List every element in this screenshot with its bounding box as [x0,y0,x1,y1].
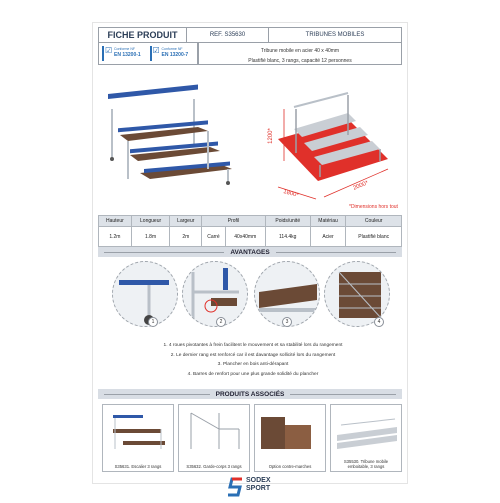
advantage-image-2 [182,261,248,327]
height-dimension: 1200* [267,128,274,144]
advantages-heading: AVANTAGES [98,247,402,257]
related-product-1[interactable]: S35631. Escalier 3 rangs [102,404,174,472]
product-reference: REF. S35630 [187,28,269,42]
advantage-item: 2. Le dernier rang est renforcé car il e… [170,352,336,358]
product-sheet: FICHE PRODUIT REF. S35630 TRIBUNES MOBIL… [92,22,408,497]
product-illustration [108,84,389,200]
advantage-image-4 [324,261,390,327]
specs-value-row: 1.2m 1.8m 2m Carré 40x40mm 114.4kg Acier… [98,226,402,247]
advantage-item: 3. Plancher en bois anti-dérapant [217,362,289,367]
advantage-item: 1. 4 roues pivotantes à frein facilitent… [163,343,343,348]
related-product-2[interactable]: S35632. Garde-corps 3 rangs [178,404,250,472]
checkmark-icon: ☑ [152,46,160,55]
advantage-item: 4. Barres de renfort pour une plus grand… [187,371,319,377]
related-product-3[interactable]: Option contre-marches [254,404,326,472]
related-products: S35631. Escalier 3 rangs S35632. Garde-c… [98,404,402,472]
specs-header-row: Hauteur Longueur Largeur Profil Poids/un… [98,215,402,227]
advantages-list: 1. 4 roues pivotantes à frein facilitent… [113,341,393,379]
related-products-heading: PRODUITS ASSOCIÉS [98,389,402,399]
product-category: TRIBUNES MOBILES [305,32,365,38]
brand-logo: SODEX SPORT [228,471,288,503]
advantage-images: 1 2 3 4 [98,261,402,327]
specs-table: Hauteur Longueur Largeur Profil Poids/un… [98,215,402,247]
bleacher-render [108,84,232,185]
dimension-render [277,92,389,200]
certifications: ☑ Conforme NF EN 13200-1 ☑ Conforme NF E… [98,43,198,65]
checkmark-icon: ☑ [105,46,113,55]
cert-badge-2: ☑ Conforme NF EN 13200-7 [149,46,195,61]
dimensions-note: *Dimensions hors tout [349,204,398,210]
advantage-number-4: 4 [374,317,384,327]
advantage-image-3 [254,261,320,327]
header-bar: FICHE PRODUIT REF. S35630 TRIBUNES MOBIL… [98,27,402,43]
logo-icon [228,477,242,497]
advantage-image-1 [112,261,178,327]
product-description: Tribune mobile en acier 40 x 40mm Plasti… [198,43,402,65]
advantage-number-3: 3 [282,317,292,327]
page-title: FICHE PRODUIT [99,28,187,42]
advantage-number-1: 1 [148,317,158,327]
cert-badge-1: ☑ Conforme NF EN 13200-1 [102,46,147,61]
advantage-number-2: 2 [216,317,226,327]
related-product-4[interactable]: S35530. Tribune mobile emboitable, 3 ran… [330,404,402,472]
